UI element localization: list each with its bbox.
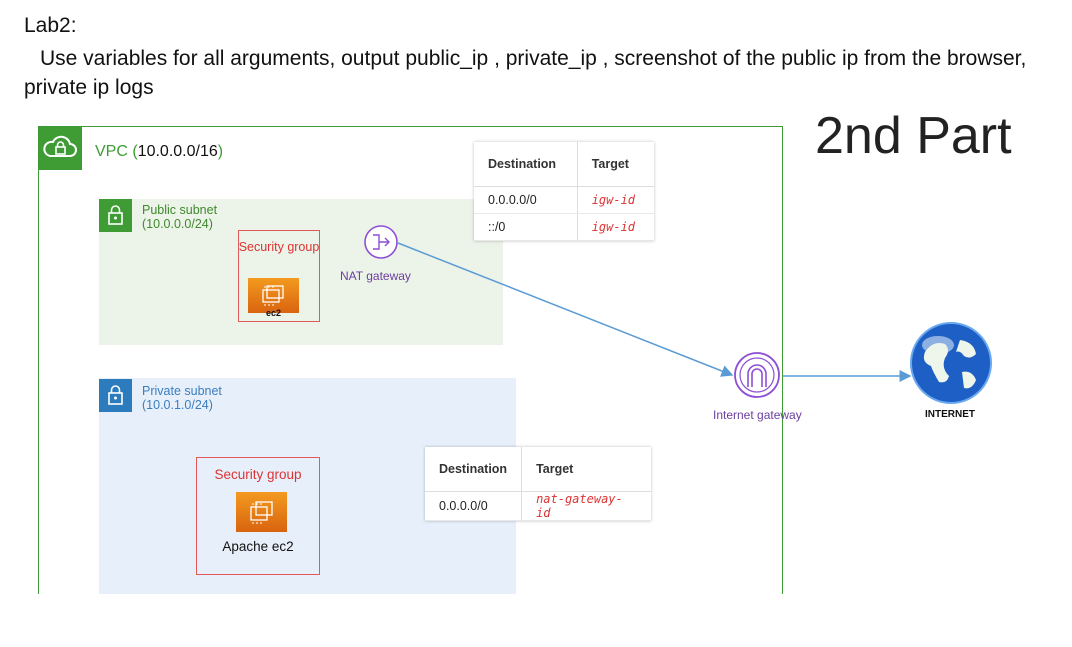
internet-gateway-icon: [734, 352, 780, 398]
public-subnet-lock-icon: [99, 199, 132, 232]
private-security-group-label: Security group: [214, 467, 302, 482]
table-row: ::/0 igw-id: [474, 213, 654, 241]
nat-gateway-icon: [364, 225, 398, 259]
vpc-cidr: 10.0.0.0/16: [137, 143, 218, 160]
internet-gateway-label: Internet gateway: [713, 408, 802, 422]
public-subnet-cidr: (10.0.0.0/24): [142, 217, 213, 231]
public-route-table: Destination Target 0.0.0.0/0 igw-id ::/0…: [474, 142, 654, 241]
vpc-label: VPC (10.0.0.0/16): [95, 143, 223, 161]
route-target: igw-id: [576, 213, 654, 241]
route-destination: 0.0.0.0/0: [425, 491, 522, 521]
lab-instructions: Use variables for all arguments, output …: [24, 44, 1064, 102]
public-ec2-icon: [248, 278, 299, 313]
lab-instructions-text: Use variables for all arguments, output …: [24, 47, 1027, 99]
private-subnet-cidr: (10.0.1.0/24): [142, 398, 213, 412]
private-security-group: [196, 457, 320, 575]
table-row: 0.0.0.0/0 nat-gateway-id: [425, 491, 651, 521]
route-target: igw-id: [576, 186, 654, 214]
nat-gateway-label: NAT gateway: [340, 269, 411, 283]
public-security-group-label: Security group: [238, 240, 320, 254]
public-subnet-label: Public subnet (10.0.0.0/24): [142, 203, 217, 231]
nat-to-igw-arrow: [397, 242, 734, 377]
internet-label: INTERNET: [925, 409, 975, 420]
route-destination: 0.0.0.0/0: [474, 186, 578, 214]
private-subnet-lock-icon: [99, 379, 132, 412]
public-subnet-name: Public subnet: [142, 203, 218, 217]
apache-ec2-icon: [236, 492, 287, 532]
vpc-cloud-lock-icon: [38, 126, 82, 170]
public-security-group: [238, 230, 320, 322]
private-subnet-name: Private subnet: [142, 384, 222, 398]
route-target: nat-gateway-id: [521, 491, 651, 521]
route-table-header-target: Target: [576, 142, 654, 187]
route-table-header-destination: Destination: [425, 447, 522, 492]
route-table-header-target: Target: [521, 447, 651, 492]
part-heading: 2nd Part: [815, 107, 1012, 165]
vpc-name: VPC (: [95, 143, 138, 160]
public-subnet: [99, 199, 503, 345]
route-destination: ::/0: [474, 213, 578, 241]
internet-globe-icon: [910, 322, 992, 404]
vpc-close: ): [217, 143, 224, 160]
vpc-container: [38, 126, 783, 594]
route-table-header-destination: Destination: [474, 142, 578, 187]
lab-title: Lab2:: [24, 14, 77, 37]
private-route-table: Destination Target 0.0.0.0/0 nat-gateway…: [425, 447, 651, 521]
public-ec2-label: ec2: [265, 308, 282, 318]
apache-ec2-label: Apache ec2: [222, 539, 294, 554]
private-subnet-label: Private subnet (10.0.1.0/24): [142, 384, 222, 412]
table-row: 0.0.0.0/0 igw-id: [474, 186, 654, 214]
